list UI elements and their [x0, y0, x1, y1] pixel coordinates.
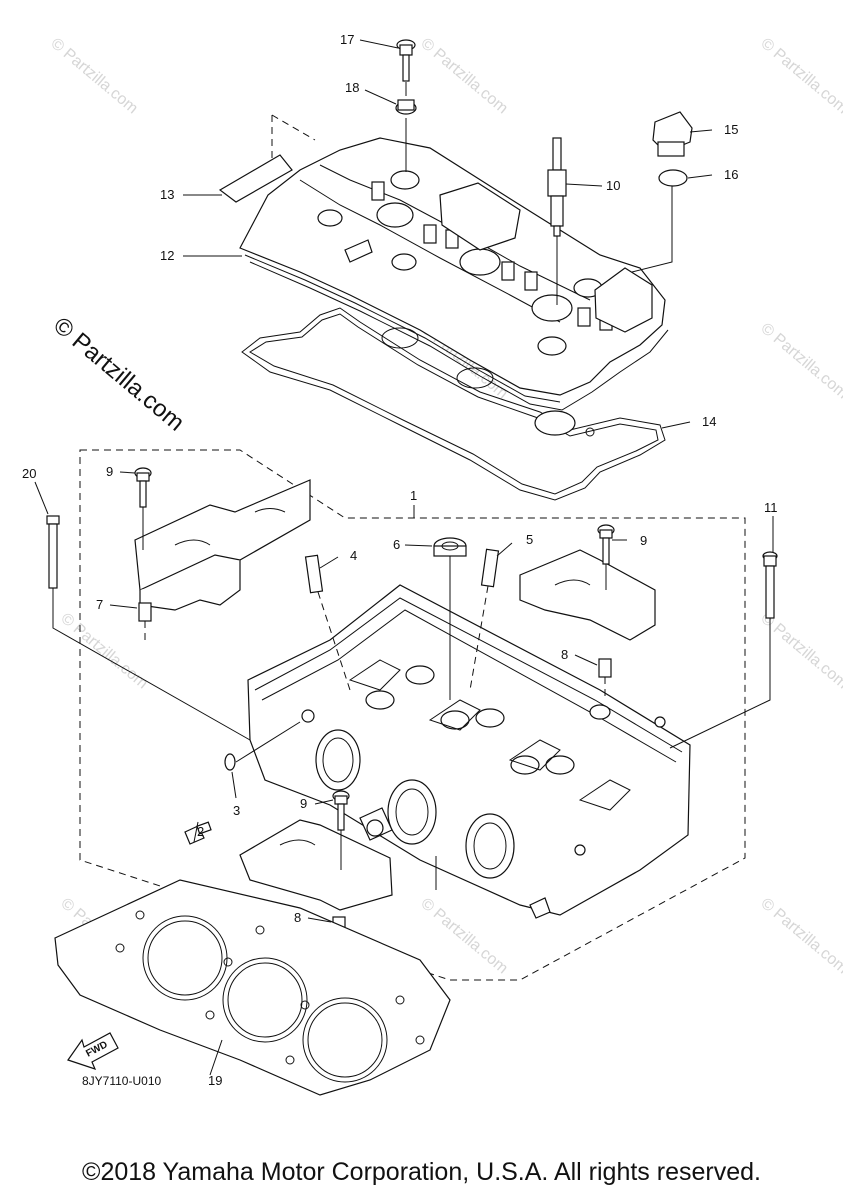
cover-bracket — [218, 154, 293, 203]
cylinder-head — [247, 584, 691, 919]
callout-14: 14 — [702, 414, 716, 429]
callout-8: 8 — [294, 910, 301, 925]
callout-10: 10 — [606, 178, 620, 193]
stud-bolt — [46, 515, 60, 589]
dowel-pin — [598, 658, 612, 678]
watermark: © Partzilla.com — [757, 320, 843, 402]
callout-12: 12 — [160, 248, 174, 263]
plug-bolt — [184, 821, 212, 845]
oil-filler-cap — [652, 111, 693, 157]
callout-4: 4 — [350, 548, 357, 563]
stud-bolt — [762, 551, 778, 619]
cam-cap-bolt — [597, 524, 615, 565]
callout-17: 17 — [340, 32, 354, 47]
camshaft-cap-right — [519, 549, 656, 641]
watermark: © Partzilla.com — [57, 610, 151, 692]
seal — [433, 537, 467, 557]
callout-5: 5 — [526, 532, 533, 547]
watermark: © Partzilla.com — [417, 35, 511, 117]
camshaft-cap-left — [134, 479, 311, 611]
callout-9: 9 — [300, 796, 307, 811]
watermark-main: © Partzilla.com — [48, 312, 189, 437]
callout-18: 18 — [345, 80, 359, 95]
callout-6: 6 — [393, 537, 400, 552]
watermark: © Partzilla.com — [47, 35, 141, 117]
cam-cap-bolt — [134, 467, 152, 508]
valve-cover — [239, 137, 669, 411]
callout-2: 2 — [197, 824, 204, 839]
callout-16: 16 — [724, 167, 738, 182]
watermark: © Partzilla.com — [757, 35, 843, 117]
copyright-footer: ©2018 Yamaha Motor Corporation, U.S.A. A… — [82, 1158, 761, 1186]
callout-9: 9 — [640, 533, 647, 548]
callout-19: 19 — [208, 1073, 222, 1088]
cam-cap-bolt — [332, 790, 350, 831]
callout-1: 1 — [410, 488, 417, 503]
callout-20: 20 — [22, 466, 36, 481]
callout-11: 11 — [764, 500, 778, 515]
valve-cover-gasket — [241, 307, 666, 501]
camshaft-cap-bottom — [239, 819, 393, 911]
dowel-pin — [138, 602, 152, 622]
watermark: © Partzilla.com — [417, 895, 511, 977]
sleeve — [304, 554, 324, 594]
leader-lines — [34, 39, 774, 1076]
callout-15: 15 — [724, 122, 738, 137]
cover-bolt — [396, 39, 416, 82]
forward-arrow-icon: FWD — [67, 1032, 119, 1070]
callout-8: 8 — [561, 647, 568, 662]
callout-13: 13 — [160, 187, 174, 202]
cover-grommet — [395, 99, 417, 115]
gasket-washer — [224, 753, 236, 771]
o-ring — [658, 169, 688, 187]
callout-7: 7 — [96, 597, 103, 612]
sleeve — [480, 548, 500, 588]
callout-3: 3 — [233, 803, 240, 818]
watermark: © Partzilla.com — [757, 895, 843, 977]
spark-plug — [547, 137, 567, 237]
callout-9: 9 — [106, 464, 113, 479]
head-gasket — [54, 879, 451, 1096]
diagram-code: 8JY7110-U010 — [82, 1074, 161, 1088]
